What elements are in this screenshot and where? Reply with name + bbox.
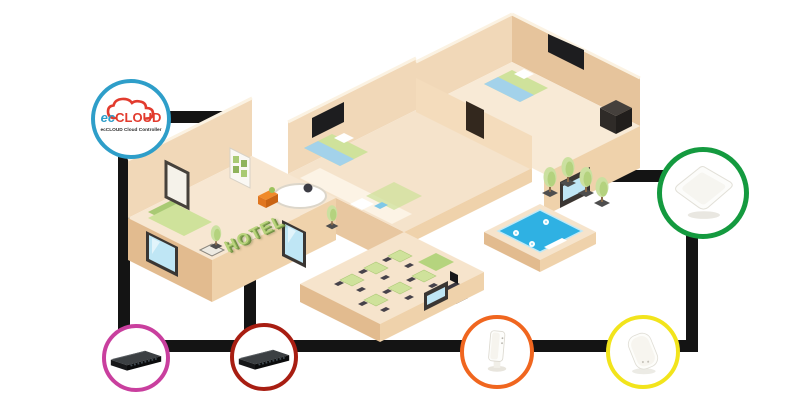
toilet: [374, 202, 388, 209]
tree: [560, 157, 576, 187]
dining-tables: [334, 249, 438, 312]
guest-room-right: [484, 69, 632, 134]
eccloud-controller-node: ecCLOUD ecCLOUD Cloud Controller: [91, 79, 171, 159]
ceiling-access-point-icon: [675, 165, 733, 219]
interior-wall: [416, 78, 532, 170]
door: [466, 101, 484, 139]
ethernet-switch-icon: [110, 350, 162, 371]
housekeeping-cart: [258, 187, 278, 208]
eccloud-subtitle: ecCLOUD Cloud Controller: [100, 127, 162, 133]
cloud-icon: [106, 97, 155, 120]
ceiling-ap-node: [657, 147, 749, 239]
wall-plate-ap-node: [606, 315, 680, 389]
switch-node-center: [230, 323, 298, 391]
trees: [209, 157, 610, 250]
window: [146, 231, 178, 277]
tree: [578, 167, 594, 197]
wall-plate-access-point-icon: [627, 332, 659, 375]
cable-bottom-run: [136, 193, 698, 352]
eccloud-logo: ecCLOUD ecCLOUD Cloud Controller: [97, 96, 165, 142]
hotel-back-walls: [127, 12, 641, 218]
window: [282, 220, 306, 268]
window: [424, 281, 448, 311]
reception-desk: [273, 183, 327, 209]
swimming-pool: [484, 204, 596, 272]
reception-chair: [303, 183, 313, 193]
pool-float: [529, 241, 535, 247]
logo-cloud-text: CLOUD: [115, 110, 162, 125]
hotel-lobby: [148, 147, 327, 257]
desktop-ap-node: [460, 315, 534, 389]
mirror: [164, 159, 190, 211]
ethernet-switch-icon: [238, 349, 290, 370]
desktop-access-point-icon: [487, 330, 507, 372]
tv-screen: [312, 102, 344, 138]
pool-float: [543, 219, 549, 225]
guest-room-middle: [304, 133, 422, 210]
stage: [418, 253, 454, 271]
monitor: [450, 271, 458, 284]
tree: [594, 177, 610, 207]
windows: [146, 167, 590, 311]
eccloud-wordmark: ecCLOUD: [97, 111, 165, 124]
shower-mat: [350, 198, 374, 210]
tv-screen: [548, 34, 584, 70]
bookshelf: [229, 147, 251, 189]
pool-float: [513, 230, 519, 236]
tree: [542, 167, 558, 197]
logo-ec-text: ec: [100, 110, 116, 125]
switch-node-left: [102, 324, 170, 392]
diving-board: [544, 238, 567, 250]
hotel-illustration: [127, 12, 641, 342]
